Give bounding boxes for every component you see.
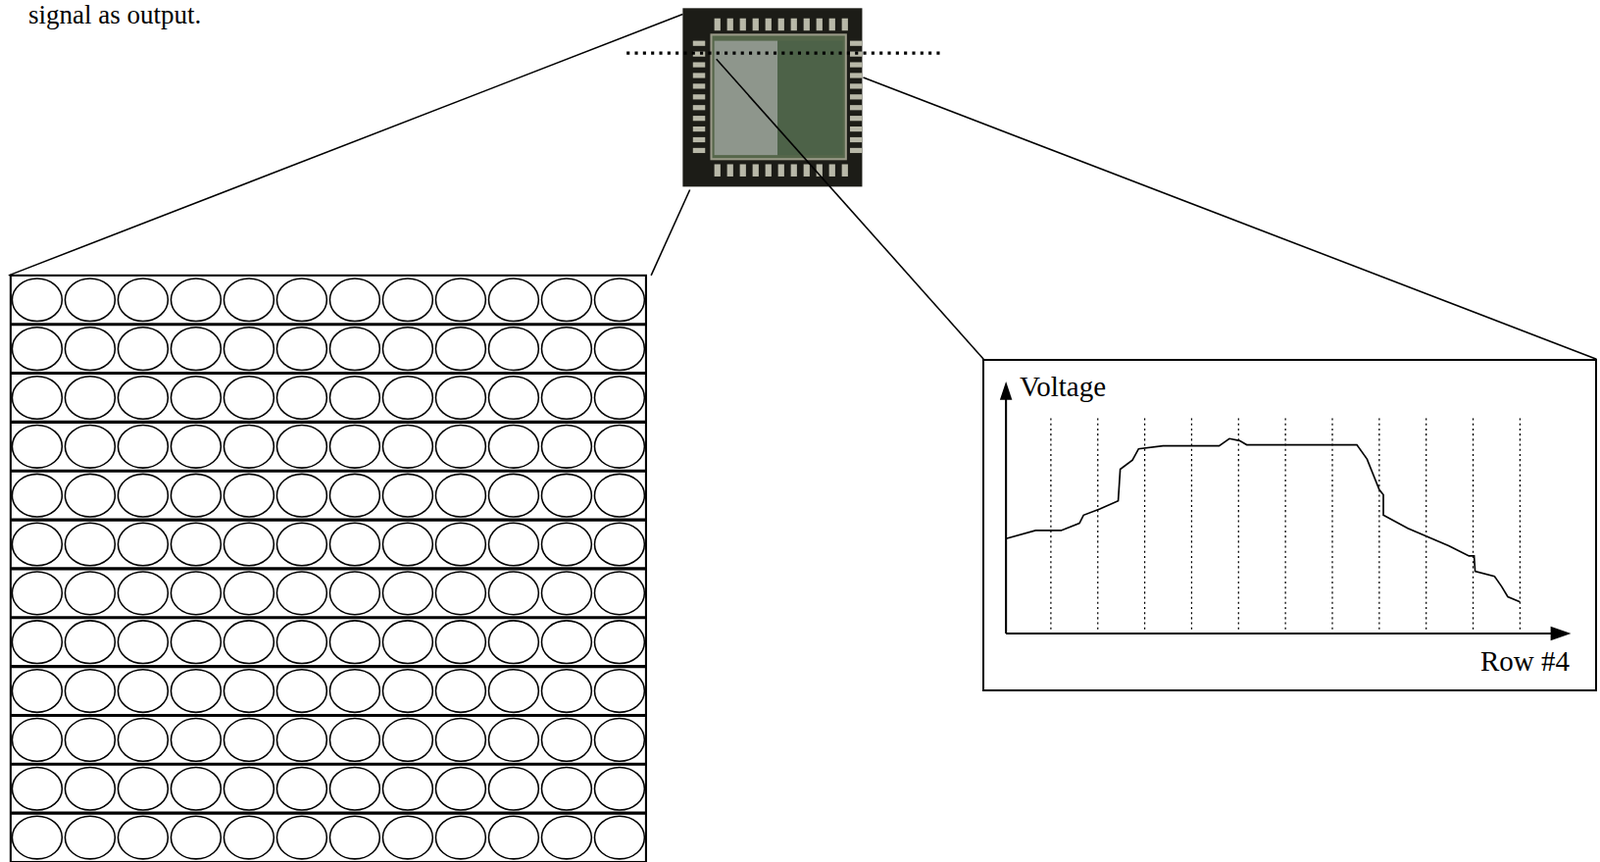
chip-photo xyxy=(682,7,862,187)
pixel-array xyxy=(10,275,647,862)
axis-label: Voltage xyxy=(1019,372,1106,401)
voltage-chart xyxy=(1000,381,1572,641)
axis-label: Row #4 xyxy=(1480,647,1570,676)
chart-panel: VoltageRow #4 xyxy=(982,358,1598,692)
caption-fragment: signal as output. xyxy=(28,1,201,29)
scan-line xyxy=(626,51,941,55)
leader-lines xyxy=(8,14,1598,360)
